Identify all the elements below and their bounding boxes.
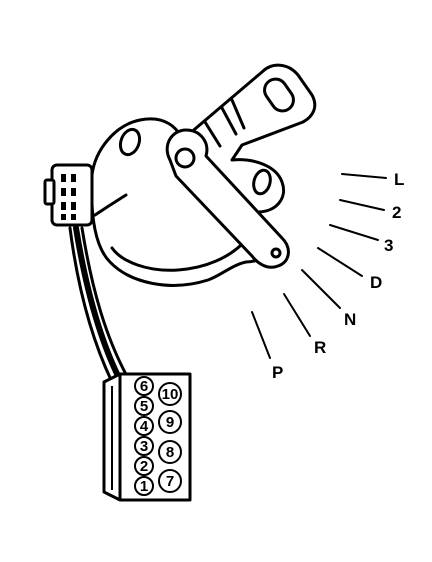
position-label-l: L [394,170,404,189]
position-label-n: N [344,310,356,329]
position-label-d: D [370,273,382,292]
pin-label: 7 [166,473,174,490]
wire-harness [68,225,130,384]
position-label-r: R [314,338,326,357]
pin-label: 6 [140,378,148,395]
position-label-p: P [272,363,283,382]
pin-label: 2 [140,458,148,475]
pin-label: 9 [166,414,174,431]
lever-pin [270,247,282,259]
connector-10-pin: 6 5 4 3 2 1 10 9 8 7 [102,372,192,502]
position-label-3: 3 [384,236,393,255]
pin-label: 10 [162,386,179,403]
switch-connector [43,163,94,227]
position-label-2: 2 [392,203,401,222]
pin-grid [134,376,182,496]
position-labels: L 2 3 D N R P [272,170,404,382]
mounting-hole-left [118,127,142,157]
mounting-hole-right [252,168,272,196]
pin-label: 5 [140,398,148,415]
shift-lever [165,128,290,269]
pin-label: 8 [166,444,174,461]
switch-housing [90,63,317,287]
lever-pivot [174,147,196,169]
position-leaders [251,173,387,359]
mounting-slot [263,77,295,113]
pin-label: 1 [140,478,148,495]
switch-connector-pins [61,174,76,220]
pin-label: 4 [140,418,149,435]
pin-label: 3 [140,438,148,455]
